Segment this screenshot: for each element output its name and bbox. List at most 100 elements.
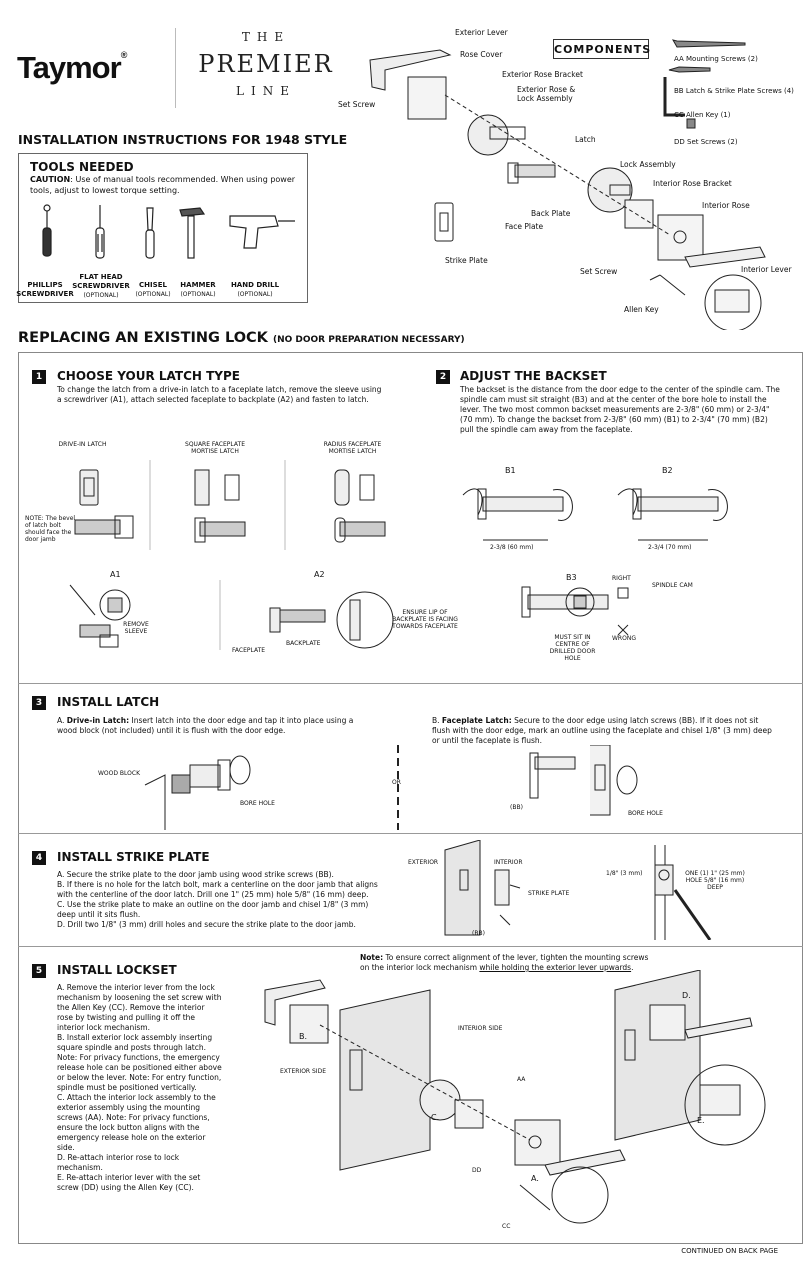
label-drive-in: DRIVE-IN LATCH (58, 441, 107, 448)
step5-item-a: A. Remove the interior lever from the lo… (57, 983, 222, 1032)
label-bore-hole-2: BORE HOLE (628, 810, 663, 817)
label-remove-sleeve: REMOVE SLEEVE (123, 621, 149, 635)
phillips-screwdriver-icon (42, 204, 52, 257)
label-interior-lever: Interior Lever (741, 265, 792, 274)
label-wood-block: WOOD BLOCK (98, 770, 140, 777)
label-exterior-rose: Exterior Rose & Lock Assembly (517, 85, 576, 103)
flat-screwdriver-icon (95, 205, 105, 259)
step4-items: A. Secure the strike plate to the door j… (57, 870, 387, 930)
label-aa: AA (517, 1076, 526, 1083)
sep-step3 (18, 683, 803, 684)
step5-item-c: C. Attach the interior lock assembly to … (57, 1093, 216, 1152)
tools-box (18, 153, 308, 303)
step3-number: 3 (32, 696, 46, 710)
step2-text: The backset is the distance from the doo… (460, 385, 780, 434)
label-exterior-side: EXTERIOR SIDE (280, 1068, 326, 1075)
label-cc: CC (502, 1223, 511, 1230)
allen-key-icon (663, 77, 685, 117)
label-exterior-lever: Exterior Lever (455, 28, 508, 37)
bevel-note: NOTE: The bevel of latch bolt should fac… (25, 515, 76, 543)
label-bb: (BB) (510, 804, 523, 811)
tool-phillips: PHILLIPS SCREWDRIVER (16, 281, 74, 298)
label-strike-plate-4: STRIKE PLATE (528, 890, 570, 897)
step3-b: B. Faceplate Latch: Secure to the door e… (432, 716, 772, 745)
step2-title: ADJUST THE BACKSET (460, 369, 607, 383)
set-screw-icon (686, 118, 696, 129)
step1-title: CHOOSE YOUR LATCH TYPE (57, 369, 240, 383)
strike-plate-illustration (444, 840, 712, 940)
label-exterior: EXTERIOR (408, 859, 439, 866)
label-set-screw: Set Screw (338, 100, 376, 109)
exploded-lockset-diagram (369, 49, 766, 330)
label-b1: B1 (505, 466, 516, 475)
premier-line: LINE (236, 84, 296, 98)
label-or: OR (392, 779, 401, 786)
label-c-5: C. (431, 1113, 440, 1122)
component-bb: BB Latch & Strike Plate Screws (4) (674, 87, 794, 95)
components-title: COMPONENTS (553, 39, 650, 59)
label-backplate: BACKPLATE (286, 640, 321, 647)
label-eighth: 1/8" (3 mm) (606, 870, 643, 877)
caution-text: CAUTION: Use of manual tools recommended… (30, 175, 296, 195)
label-bb-4: (BB) (472, 930, 485, 937)
step3-title: INSTALL LATCH (57, 695, 160, 709)
label-exterior-rose-bracket: Exterior Rose Bracket (502, 70, 583, 79)
tool-chisel: CHISEL(OPTIONAL) (135, 281, 171, 298)
hammer-icon (179, 207, 206, 259)
label-b3: B3 (566, 573, 577, 582)
backset-illustration (462, 488, 728, 636)
step5-items: A. Remove the interior lever from the lo… (57, 983, 222, 1193)
step4-title: INSTALL STRIKE PLATE (57, 850, 210, 864)
tool-hammer: HAMMER(OPTIONAL) (180, 281, 216, 298)
latch-screw-icon (668, 66, 711, 73)
label-a1: A1 (110, 570, 121, 579)
component-dd: DD Set Screws (2) (674, 138, 738, 146)
label-spindle-cam: SPINDLE CAM (652, 582, 693, 589)
step3-a: A. Drive-in Latch: Insert latch into the… (57, 716, 354, 735)
step4-item-c: C. Use the strike plate to make an outli… (57, 900, 369, 919)
install-lockset-illustration (264, 970, 766, 1224)
label-ensure-lip: ENSURE LIP OF BACKPLATE IS FACING TOWARD… (392, 609, 458, 630)
install-latch-illustration (144, 745, 638, 830)
label-70mm: 2-3/4 (70 mm) (648, 544, 692, 551)
latch-types-illustration (74, 460, 386, 550)
step5-item-b: B. Install exterior lock assembly insert… (57, 1033, 222, 1092)
step4-item-a: A. Secure the strike plate to the door j… (57, 870, 334, 879)
step5-number: 5 (32, 964, 46, 978)
label-e-5: E. (697, 1116, 705, 1125)
label-a2: A2 (314, 570, 325, 579)
label-interior: INTERIOR (494, 859, 523, 866)
label-set-screw-2: Set Screw (580, 267, 618, 276)
label-must-sit: MUST SIT IN CENTRE OF DRILLED DOOR HOLE (549, 634, 596, 662)
sep-step4 (18, 833, 803, 834)
header-divider (175, 28, 176, 108)
step5-title: INSTALL LOCKSET (57, 963, 177, 977)
tool-hand-drill: HAND DRILL(OPTIONAL) (230, 281, 280, 298)
premier-line-logo: THE PREMIER LINE (196, 30, 336, 98)
step4-item-b: B. If there is no hole for the latch bol… (57, 880, 378, 899)
chisel-icon (145, 207, 155, 259)
label-square-faceplate: SQUARE FACEPLATE MORTISE LATCH (185, 441, 245, 455)
premier-the: THE (241, 30, 291, 44)
label-right: RIGHT (612, 575, 631, 582)
install-title: INSTALLATION INSTRUCTIONS FOR 1948 STYLE (18, 132, 348, 147)
label-b2: B2 (662, 466, 673, 475)
step1-text: To change the latch from a drive-in latc… (57, 385, 382, 404)
label-interior-side: INTERIOR SIDE (458, 1025, 503, 1032)
label-dd: DD (472, 1167, 482, 1174)
step5-note: Note: To ensure correct alignment of the… (360, 953, 649, 972)
sep-step5 (18, 946, 803, 947)
label-d-5: D. (682, 991, 691, 1000)
component-cc: CC Allen Key (1) (674, 111, 731, 119)
step4-number: 4 (32, 851, 46, 865)
label-bore-hole: BORE HOLE (240, 800, 275, 807)
footer-continued: CONTINUED ON BACK PAGE (681, 1247, 778, 1255)
step5-item-d: D. Re-attach interior rose to lock mecha… (57, 1153, 180, 1172)
mounting-screw-icon (671, 39, 746, 48)
label-faceplate: FACEPLATE (232, 647, 266, 654)
step1-number: 1 (32, 370, 46, 384)
label-latch: Latch (575, 135, 596, 144)
label-rose-cover: Rose Cover (460, 50, 503, 59)
steps-box (18, 352, 803, 1244)
label-a-5: A. (531, 1174, 539, 1183)
